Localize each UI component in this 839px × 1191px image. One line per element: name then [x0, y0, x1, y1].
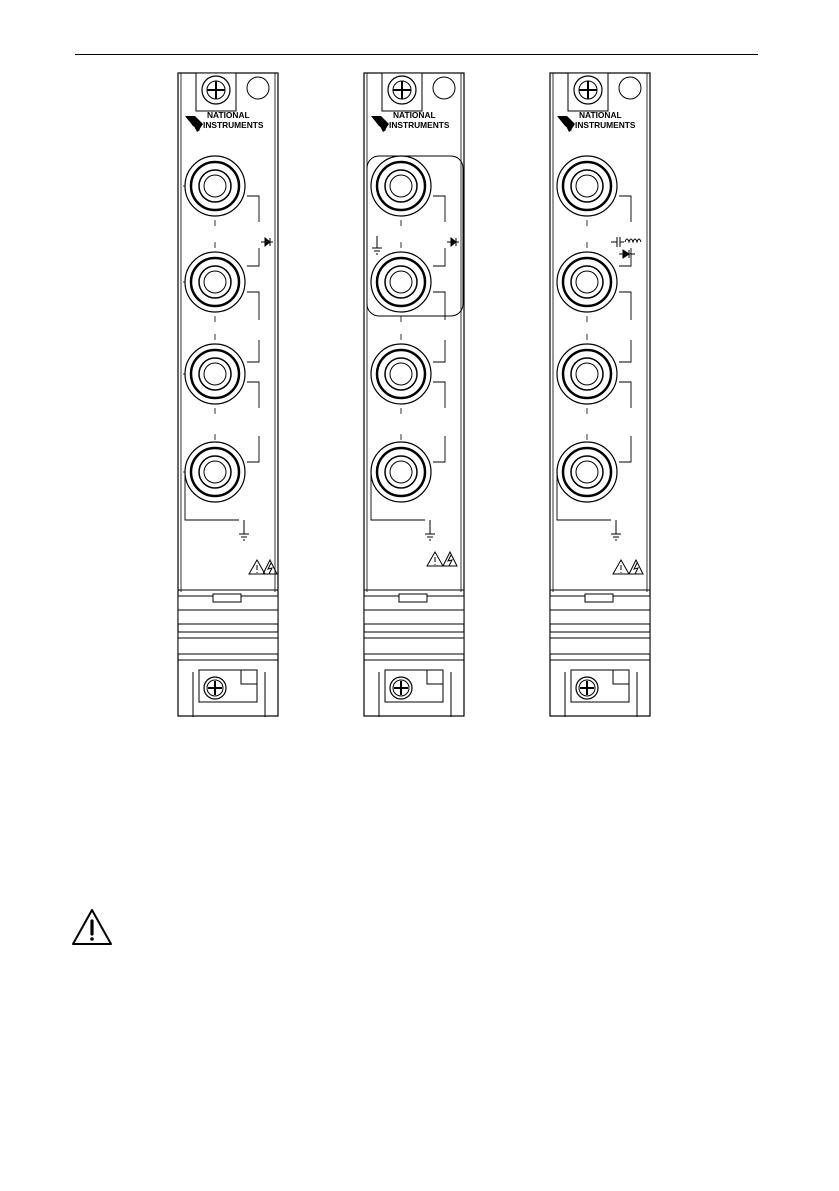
terminal-1 — [371, 156, 431, 216]
top-screw-icon — [196, 73, 236, 111]
bottom-screw-icon — [576, 677, 598, 699]
brand-line-2: INSTRUMENTS — [203, 120, 264, 130]
terminal-4 — [185, 442, 245, 502]
brand-line-2: INSTRUMENTS — [389, 120, 450, 130]
terminal-3 — [557, 344, 617, 404]
top-screw-icon — [382, 73, 422, 111]
led-indicator — [433, 77, 455, 99]
brand-line-1: NATIONAL — [207, 110, 250, 120]
caution-icon — [70, 907, 114, 947]
front-panel-2: NATIONAL INSTRUMENTS — [363, 72, 465, 717]
terminal-2 — [185, 252, 245, 312]
bottom-screw-icon — [390, 677, 412, 699]
terminal-2 — [557, 252, 617, 312]
brand-line-1: NATIONAL — [579, 110, 622, 120]
led-indicator — [619, 77, 641, 99]
terminal-4 — [557, 442, 617, 502]
terminal-1 — [185, 156, 245, 216]
front-panel-1: NATIONAL INSTRUMENTS — [177, 72, 279, 717]
terminal-2 — [371, 252, 431, 312]
brand-line-2: INSTRUMENTS — [575, 120, 636, 130]
terminal-1 — [557, 156, 617, 216]
front-panel-3: NATIONAL INSTRUMENTS — [549, 72, 651, 717]
led-indicator — [247, 77, 269, 99]
terminal-3 — [371, 344, 431, 404]
terminal-4 — [371, 442, 431, 502]
terminal-3 — [185, 344, 245, 404]
top-screw-icon — [568, 73, 608, 111]
bottom-screw-icon — [204, 677, 226, 699]
brand-line-1: NATIONAL — [393, 110, 436, 120]
header-rule — [75, 54, 758, 55]
